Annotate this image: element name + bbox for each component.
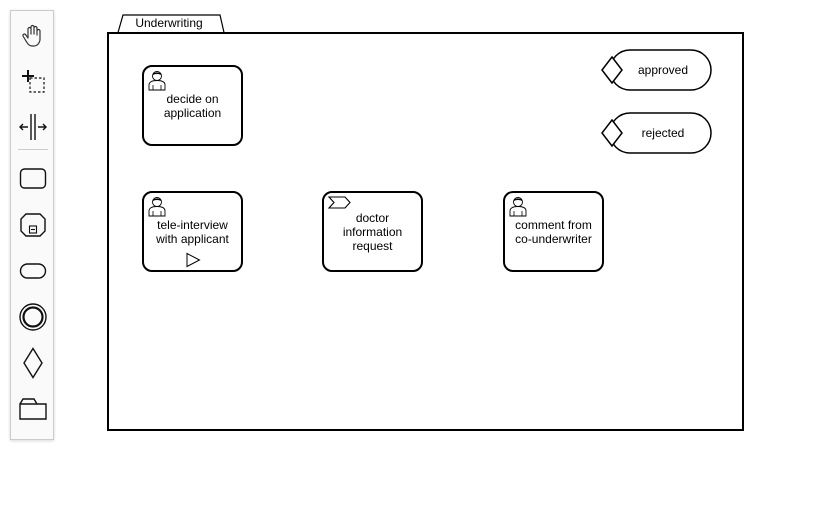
tool-palette [10, 10, 54, 440]
create-task-tool[interactable] [13, 161, 53, 197]
task-label: doctor information request [342, 210, 403, 253]
diamond-icon [23, 347, 43, 379]
subprocess-icon [20, 213, 46, 237]
create-subprocess-tool[interactable] [13, 207, 53, 243]
outcome-shape [601, 112, 712, 154]
task-label: comment from co-underwriter [515, 217, 592, 246]
send-flag-icon [327, 196, 351, 209]
hand-icon [22, 24, 41, 47]
double-circle-icon [19, 303, 47, 331]
folder-icon [19, 398, 47, 420]
create-gateway-tool[interactable] [13, 345, 53, 381]
task-comment-from-co-underwriter[interactable]: comment from co-underwriter [503, 191, 604, 272]
hand-tool[interactable] [13, 17, 53, 53]
space-tool[interactable] [13, 109, 53, 145]
create-event-tool[interactable] [13, 299, 53, 335]
play-marker-icon [186, 252, 201, 268]
task-decide-on-application[interactable]: decide on application [142, 65, 243, 146]
create-rounded-tool[interactable] [13, 253, 53, 289]
lasso-tool[interactable] [13, 63, 53, 99]
palette-separator [18, 149, 48, 150]
outcome-label: rejected [641, 126, 685, 140]
outcome-rejected[interactable]: rejected [600, 111, 714, 155]
outcome-approved[interactable]: approved [600, 48, 714, 92]
task-tele-interview[interactable]: tele-interview with applicant [142, 191, 243, 272]
user-icon [148, 197, 166, 217]
pool-tab-shape [117, 14, 225, 33]
task-label: decide on application [163, 91, 222, 120]
pool-label: Underwriting [135, 16, 203, 30]
task-doctor-information-request[interactable]: doctor information request [322, 191, 423, 272]
pill-icon [19, 263, 47, 279]
outcome-label: approved [637, 63, 689, 77]
user-icon [509, 197, 527, 217]
create-pool-tool[interactable] [13, 391, 53, 427]
pool-tab[interactable]: Underwriting [117, 14, 225, 33]
space-icon [19, 114, 47, 140]
rounded-rect-icon [19, 168, 47, 189]
user-icon [148, 71, 166, 91]
task-label: tele-interview with applicant [156, 217, 229, 246]
lasso-icon [22, 70, 45, 93]
outcome-shape [601, 49, 712, 91]
